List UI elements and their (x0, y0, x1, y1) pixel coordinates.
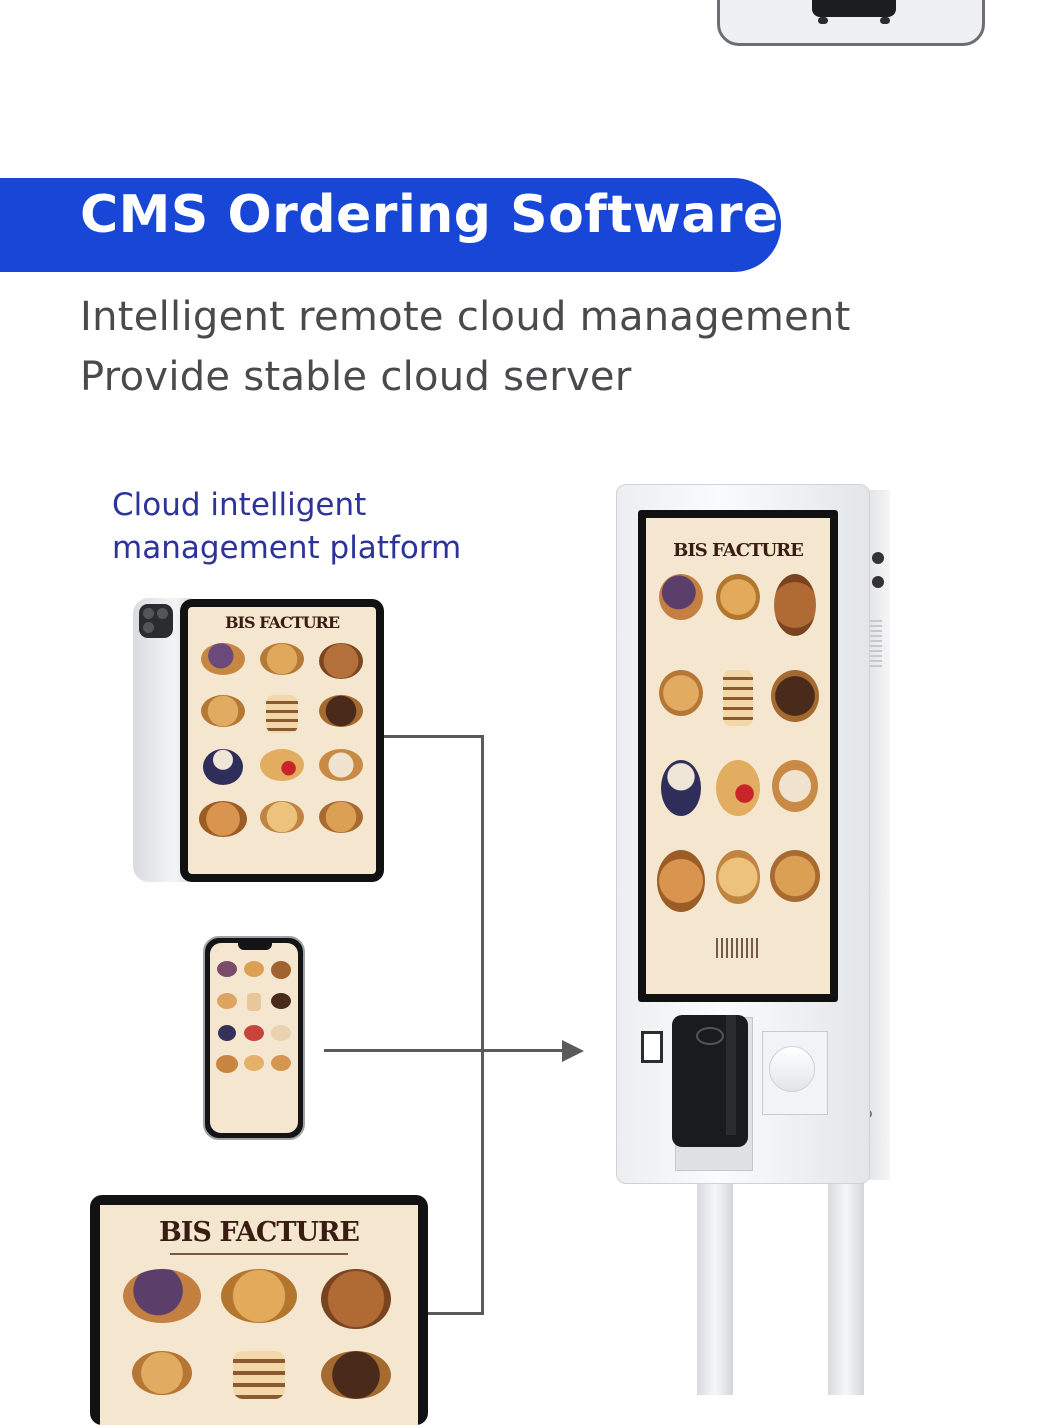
cookie-image (320, 1351, 391, 1399)
lock-icon (872, 576, 884, 588)
platform-label-line-2: management platform (112, 530, 462, 566)
kiosk-base-fragment (717, 0, 985, 46)
connector-line (384, 735, 484, 738)
cookie-image (318, 749, 363, 781)
phone-device (203, 936, 305, 1140)
cookie-image (774, 574, 817, 636)
cookie-image (265, 695, 298, 733)
kiosk-foot (818, 17, 828, 24)
connector-line (481, 735, 484, 1315)
cookie-image (270, 961, 291, 979)
cookie-image (318, 801, 363, 833)
menu-subtitle-rule (170, 1253, 348, 1255)
cookie-image (318, 643, 363, 679)
title-banner (0, 178, 781, 272)
cookie-grid (652, 574, 824, 912)
cookie-image (318, 695, 363, 727)
kiosk-display: BIS FACTURE (638, 510, 838, 1002)
tablet-screen: BIS FACTURE (188, 607, 376, 874)
cookie-image (203, 749, 244, 785)
cookie-image (243, 1055, 264, 1071)
tablet-device: BIS FACTURE (180, 599, 384, 882)
cookie-grid (114, 1269, 404, 1399)
arrow-right-icon (562, 1040, 584, 1062)
cookie-image (320, 1269, 391, 1329)
cookie-image (246, 993, 261, 1011)
cookie-image (199, 801, 248, 837)
cookie-image (201, 695, 246, 727)
connector-line (324, 1049, 564, 1052)
cookie-grid (194, 643, 370, 837)
cookie-image (270, 1025, 291, 1041)
kiosk-body: BIS FACTURE (616, 484, 870, 1184)
menu-title: BIS FACTURE (158, 1217, 360, 1248)
cookie-image (270, 1055, 291, 1071)
cookie-image (722, 670, 753, 726)
phone-screen (210, 943, 298, 1133)
connector-line (428, 1312, 484, 1315)
card-slot (726, 1015, 736, 1135)
cookie-image (660, 760, 701, 816)
cookie-image (715, 850, 760, 904)
cookie-image (123, 1269, 202, 1323)
cookie-image (259, 801, 304, 833)
cookie-image (132, 1351, 193, 1395)
paper-roll (769, 1046, 815, 1092)
platform-label-line-1: Cloud intelligent (112, 487, 367, 523)
phone-notch (238, 943, 272, 950)
cookie-image (243, 1025, 264, 1041)
subtitle-line-2: Provide stable cloud server (80, 354, 632, 400)
speaker-grille (868, 620, 882, 670)
menu-title: BIS FACTURE (673, 540, 804, 561)
kiosk-screen: BIS FACTURE (646, 518, 830, 994)
cookie-image (217, 993, 238, 1009)
cookie-image (715, 760, 760, 816)
scanner-window (641, 1031, 663, 1063)
kiosk-foot (880, 17, 890, 24)
receipt-printer (762, 1031, 828, 1115)
cookie-grid (214, 961, 294, 1073)
monitor-device: BIS FACTURE (90, 1195, 428, 1425)
cookie-image (770, 850, 821, 902)
cookie-image (201, 643, 246, 675)
cookie-image (656, 850, 705, 912)
lock-icon (872, 552, 884, 564)
cookie-image (658, 574, 703, 620)
cookie-image (232, 1351, 285, 1399)
cookie-image (220, 1269, 297, 1323)
cookie-image (658, 670, 703, 716)
cookie-image (243, 961, 264, 977)
cookie-image (259, 643, 304, 675)
monitor-screen: BIS FACTURE (100, 1205, 418, 1425)
kiosk-stand-leg (697, 1170, 733, 1395)
cookie-image (772, 760, 819, 812)
menu-logo-image (716, 938, 760, 958)
banner-title: CMS Ordering Software (80, 185, 779, 245)
card-reader-terminal (672, 1015, 748, 1147)
subtitle-line-1: Intelligent remote cloud management (80, 294, 851, 340)
menu-title: BIS FACTURE (224, 613, 340, 632)
kiosk-base-dark-panel (812, 0, 896, 17)
camera-icon (139, 604, 173, 638)
cookie-image (771, 670, 820, 722)
cookie-image (715, 574, 760, 620)
kiosk-stand-leg (828, 1170, 864, 1395)
contactless-icon (696, 1027, 724, 1045)
cookie-image (217, 961, 238, 977)
cookie-image (218, 1025, 237, 1041)
cookie-image (259, 749, 304, 781)
cookie-image (270, 993, 291, 1009)
cookie-image (216, 1055, 239, 1073)
